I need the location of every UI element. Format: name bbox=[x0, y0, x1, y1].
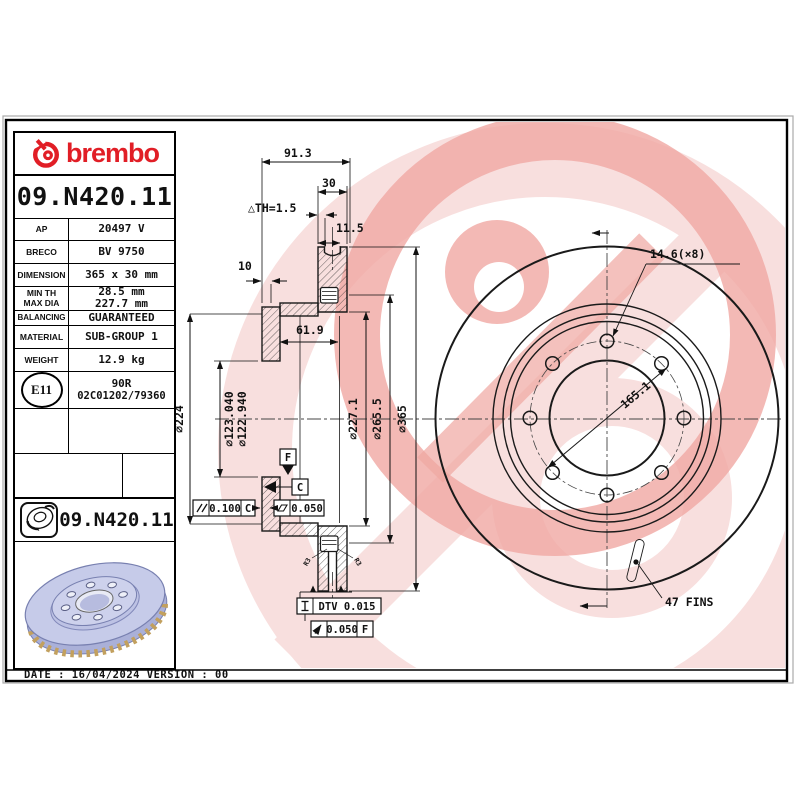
homologation-value: 90R 02C01202/79360 bbox=[69, 372, 174, 408]
row-value: 365 x 30 mm bbox=[85, 267, 158, 281]
row-label: WEIGHT bbox=[15, 349, 69, 371]
max-dia-label: MAX DIA bbox=[23, 298, 60, 309]
table-row-homologation: E11 90R 02C01202/79360 bbox=[15, 370, 174, 409]
max-dia-value: 227.7 mm bbox=[95, 297, 148, 311]
homologation-line2: 02C01202/79360 bbox=[77, 389, 166, 402]
min-th-value: 28.5 mm bbox=[98, 285, 145, 299]
disc-icon bbox=[20, 501, 58, 538]
table-row-material: MATERIAL SUB-GROUP 1 bbox=[15, 325, 174, 349]
homologation-line1: 90R bbox=[111, 376, 132, 390]
label-fins: 47 FINS bbox=[665, 595, 714, 609]
brand-header: brembo bbox=[15, 133, 174, 174]
label-bolt-holes: 14.6(×8) bbox=[650, 247, 705, 261]
dtv-frame: DTV 0.015 bbox=[296, 585, 382, 615]
row-value: 20497 V bbox=[98, 222, 145, 236]
brand-name: brembo bbox=[65, 138, 160, 169]
row-value: SUB-GROUP 1 bbox=[85, 330, 158, 344]
row-value: 28.5 mm 227.7 mm bbox=[69, 285, 174, 311]
fillet-label-left: R3 bbox=[302, 557, 313, 568]
empty-cell bbox=[15, 454, 123, 497]
dim-10: 10 bbox=[238, 259, 252, 273]
table-row-weight: WEIGHT 12.9 kg bbox=[15, 348, 174, 371]
table-row-footer-partno: 09.N420.11 bbox=[15, 496, 174, 541]
row-label: BALANCING bbox=[15, 310, 69, 326]
e-mark: E11 bbox=[15, 371, 69, 409]
table-row-empty2 bbox=[15, 453, 174, 497]
section-details bbox=[299, 286, 340, 553]
table-row-breco: BRECO BV 9750 bbox=[15, 240, 174, 263]
section-dimensions: 91.3 30 △TH=1.5 11.5 10 61.9 ∅224 ∅123.0… bbox=[172, 146, 420, 592]
table-row-ap: AP 20497 V bbox=[15, 217, 174, 241]
datum-f-label: F bbox=[285, 452, 291, 464]
runout-frame: 0.050 F bbox=[304, 614, 374, 638]
page-edge bbox=[2, 115, 794, 684]
dim-band-width: 30 bbox=[322, 176, 336, 190]
dim-bore-min: ∅122.940 bbox=[235, 391, 249, 446]
front-view bbox=[434, 229, 780, 610]
svg-text:F: F bbox=[362, 624, 368, 636]
empty-cell bbox=[69, 409, 174, 453]
dim-11-5: 11.5 bbox=[336, 221, 364, 235]
fillet-label-right: R3 bbox=[352, 557, 363, 568]
row-label: MIN TH MAX DIA bbox=[15, 286, 69, 310]
min-th-label: MIN TH bbox=[26, 288, 57, 299]
table-row-minmax: MIN TH MAX DIA 28.5 mm 227.7 mm bbox=[15, 285, 174, 311]
table-row-empty1 bbox=[15, 408, 174, 454]
svg-text:0.050: 0.050 bbox=[326, 624, 358, 636]
date-version-bar: DATE : 16/04/2024 VERSION : 00 bbox=[24, 669, 229, 681]
drawing-frame bbox=[4, 118, 789, 683]
dim-outer-dia: ∅365 bbox=[395, 405, 409, 433]
dim-band-inner: ∅227.1 bbox=[346, 398, 360, 440]
dim-overall-width: 91.3 bbox=[284, 146, 312, 160]
title-block: brembo 09.N420.11 AP 20497 V BRECO BV 97… bbox=[13, 131, 176, 670]
dim-min-th: △TH=1.5 bbox=[248, 201, 297, 215]
e11-mark-icon: E11 bbox=[20, 371, 63, 408]
row-value: 12.9 kg bbox=[98, 352, 145, 366]
parallelism-frame: 0.100 C bbox=[192, 499, 261, 517]
table-row-balancing: BALANCING GUARANTEED bbox=[15, 309, 174, 326]
row-label: AP bbox=[15, 218, 69, 241]
brembo-logo-icon bbox=[30, 137, 59, 168]
dim-bore-max: ∅123.040 bbox=[222, 391, 236, 446]
row-value: GUARANTEED bbox=[88, 311, 155, 324]
part-number: 09.N420.11 bbox=[15, 174, 174, 217]
row-label: BRECO bbox=[15, 241, 69, 263]
fin-callout bbox=[626, 539, 663, 599]
disc-3d-illustration bbox=[24, 562, 168, 658]
disc-photo-cell bbox=[15, 541, 174, 668]
flatness-frame: 0.050 bbox=[269, 499, 325, 517]
gdt-annotations: F C 0.100 C 0.050 bbox=[192, 448, 382, 638]
empty-cell bbox=[15, 409, 69, 454]
dim-vent-root: ∅265.5 bbox=[370, 398, 384, 440]
empty-cell bbox=[123, 454, 174, 496]
svg-text:0.050: 0.050 bbox=[291, 503, 323, 515]
svg-text:0.100: 0.100 bbox=[209, 503, 241, 515]
svg-text:DTV 0.015: DTV 0.015 bbox=[319, 601, 376, 613]
dim-hat-depth: 61.9 bbox=[296, 323, 324, 337]
table-row-dimension: DIMENSION 365 x 30 mm bbox=[15, 262, 174, 286]
datum-c-label: C bbox=[297, 482, 303, 494]
row-label: MATERIAL bbox=[15, 326, 69, 349]
disc-bolt-holes bbox=[60, 581, 128, 621]
footer-part-number: 09.N420.11 bbox=[59, 508, 174, 531]
row-label: DIMENSION bbox=[15, 263, 69, 286]
row-value: BV 9750 bbox=[98, 245, 145, 259]
svg-text:C: C bbox=[245, 503, 251, 515]
